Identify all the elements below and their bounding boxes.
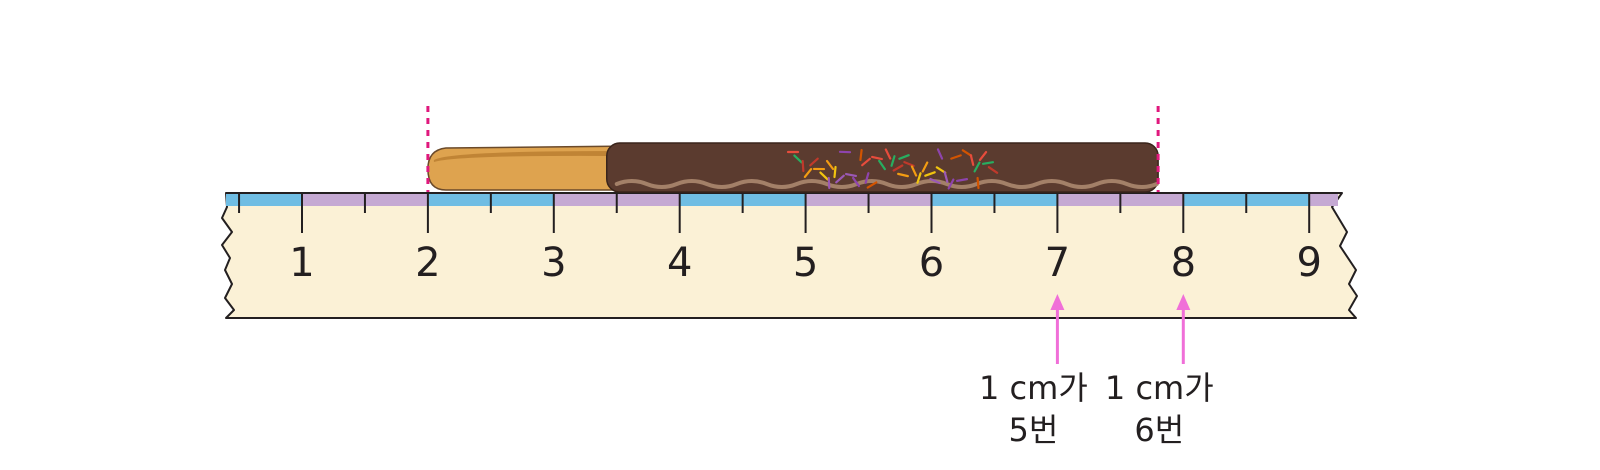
- tick-label-6: 6: [919, 240, 944, 286]
- sprinkle: [845, 172, 858, 178]
- sprinkle: [859, 148, 863, 162]
- sprinkle: [981, 161, 995, 165]
- sprinkle: [898, 154, 910, 160]
- sprinkle: [950, 154, 962, 160]
- sprinkle: [916, 172, 922, 184]
- tick-label-1: 1: [289, 240, 314, 286]
- sprinkle: [924, 171, 936, 177]
- sprinkle: [793, 154, 803, 164]
- annotation-7cm: 1 cm가 5번: [979, 294, 1088, 449]
- tick-label-9: 9: [1296, 240, 1321, 286]
- ruler-body: [221, 192, 1358, 319]
- ruler-tick-labels: 1 2 3 4 5 6 7 8 9: [289, 240, 1322, 286]
- sprinkle: [947, 178, 955, 190]
- tick-label-4: 4: [667, 240, 692, 286]
- sprinkle: [866, 181, 878, 189]
- annotation-line1: 1 cm가: [979, 369, 1088, 407]
- arrow-head: [1176, 294, 1191, 310]
- sprinkle: [903, 161, 915, 167]
- sprinkle: [878, 159, 886, 171]
- sprinkle: [833, 165, 837, 179]
- tick-label-7: 7: [1045, 240, 1070, 286]
- annotation-line1: 1 cm가: [1105, 369, 1214, 407]
- sprinkle: [910, 165, 918, 177]
- sprinkle: [825, 159, 835, 171]
- sprinkles: [786, 148, 999, 190]
- sprinkle: [892, 164, 904, 172]
- annotation-line2: 5번: [1008, 411, 1058, 449]
- tick-label-5: 5: [793, 240, 818, 286]
- sprinkle: [978, 150, 988, 162]
- ruler-color-stripes: [226, 193, 1338, 206]
- sprinkle: [936, 148, 944, 160]
- sprinkle: [801, 159, 805, 173]
- stripe-segment: [226, 193, 302, 206]
- tick-label-2: 2: [415, 240, 440, 286]
- ruler-ticks: [238, 193, 1311, 233]
- tick-label-3: 3: [541, 240, 566, 286]
- sprinkle: [943, 171, 949, 183]
- sprinkle: [827, 176, 831, 190]
- sprinkle: [809, 157, 819, 167]
- sprinkle: [897, 172, 909, 178]
- sprinkle: [973, 161, 981, 173]
- sprinkle: [864, 172, 870, 184]
- sprinkle: [871, 155, 884, 161]
- sprinkle: [987, 166, 999, 174]
- stripe-segment: [1309, 193, 1338, 206]
- arrow-head: [1050, 294, 1065, 310]
- sprinkle: [929, 177, 941, 185]
- annotation-8cm: 1 cm가 6번: [1105, 294, 1214, 449]
- sprinkle: [884, 148, 892, 160]
- sprinkle: [976, 176, 980, 190]
- ruler: 1 2 3 4 5 6 7 8 9: [221, 192, 1358, 319]
- sprinkle: [819, 171, 829, 181]
- sprinkle: [851, 176, 861, 188]
- biscuit-highlight: [433, 151, 617, 162]
- chocolate-highlight: [614, 179, 1159, 189]
- tick-label-8: 8: [1171, 240, 1196, 286]
- sprinkle: [969, 154, 975, 166]
- chocolate-stick-snack: [427, 142, 1159, 193]
- sprinkle: [921, 161, 929, 173]
- sprinkle: [955, 178, 969, 182]
- measurement-guides: [426, 106, 1160, 192]
- sprinkle: [803, 168, 813, 178]
- annotation-line2: 6번: [1134, 411, 1184, 449]
- sprinkle: [890, 155, 896, 167]
- sprinkle: [861, 157, 871, 167]
- sprinkle: [835, 174, 845, 184]
